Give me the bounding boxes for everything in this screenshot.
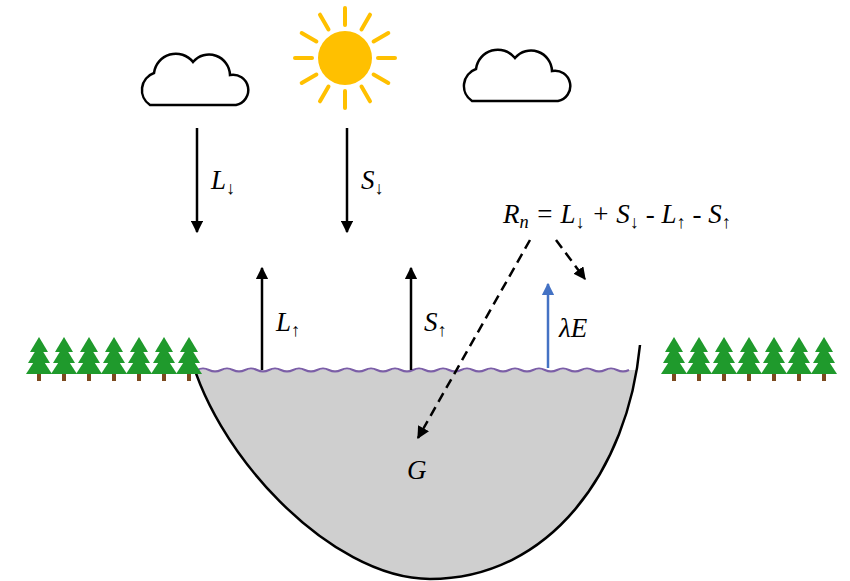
flux-arrow <box>261 268 264 370</box>
flux-arrow <box>346 128 349 232</box>
formula-label: Rn = L↓ + S↓ - L↑ - S↑ <box>503 198 731 230</box>
flux-arrow <box>410 268 413 370</box>
formula-label: S↓ <box>361 164 384 196</box>
lake-water <box>188 370 640 579</box>
forest <box>26 337 837 381</box>
formula-label: L↓ <box>211 164 235 196</box>
formula-label: G <box>407 454 427 486</box>
partition-arrow <box>418 240 530 438</box>
sun <box>295 8 395 108</box>
formula-label: S↑ <box>424 306 447 338</box>
partition-arrow <box>556 240 585 279</box>
flux-arrow <box>196 128 199 232</box>
formula-label: L↑ <box>276 306 300 338</box>
formula-label: λE <box>559 312 587 344</box>
lake-basin <box>188 345 640 579</box>
cloud <box>464 50 570 101</box>
cloud <box>142 54 248 105</box>
flux-arrow <box>547 284 550 368</box>
